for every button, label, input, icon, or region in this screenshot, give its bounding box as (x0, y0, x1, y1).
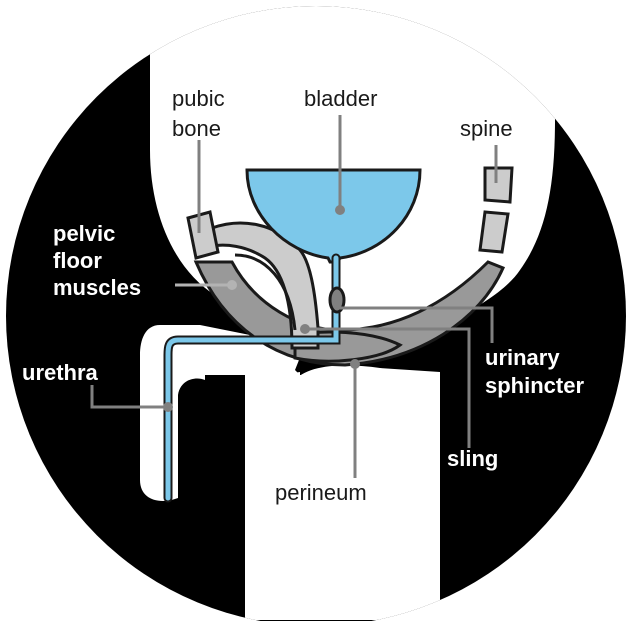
sphincter-label-line1: urinary (485, 345, 560, 370)
sling-leader-dot (300, 324, 310, 334)
pelvic-floor-label-line3: muscles (53, 275, 141, 300)
pelvic-floor-leader-dot (227, 280, 237, 290)
perineum-leader-dot (350, 359, 360, 369)
pelvic-floor-label-line2: floor (53, 248, 102, 273)
pubic-bone-label-line1: pubic (172, 86, 225, 111)
spine-vertebra-top (485, 168, 512, 202)
buttock-fold (245, 372, 300, 439)
bladder-leader-dot (335, 205, 345, 215)
spine-vertebra-middle (480, 212, 508, 252)
perineum-bulge (290, 365, 440, 400)
bladder-label: bladder (304, 86, 377, 111)
sling-label: sling (447, 446, 498, 471)
urethra-leader-dot (163, 402, 173, 412)
pubic-bone-label-line2: bone (172, 116, 221, 141)
spine-label: spine (460, 116, 513, 141)
perineum-label: perineum (275, 480, 367, 505)
urethra-label: urethra (22, 360, 99, 385)
sphincter-label-line2: sphincter (485, 373, 584, 398)
pelvic-floor-label-line1: pelvic (53, 221, 115, 246)
